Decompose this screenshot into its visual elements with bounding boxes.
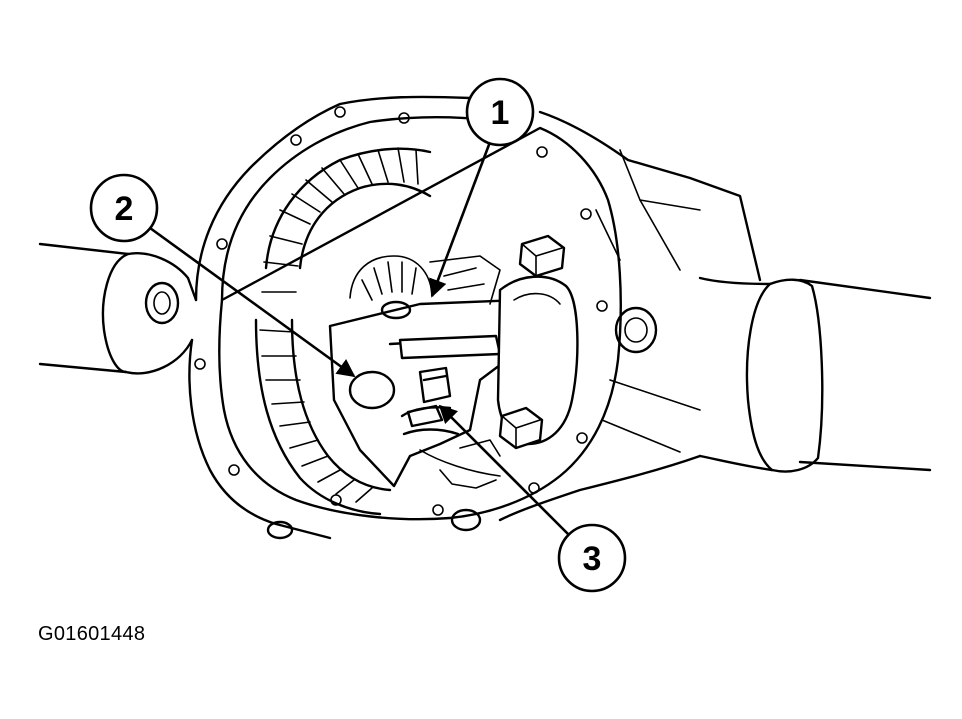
figure-id: G01601448 <box>38 623 146 645</box>
leader-3 <box>438 404 575 541</box>
leader-1 <box>429 141 492 298</box>
bearing-cap <box>496 234 579 450</box>
callout-2: 2 <box>89 173 159 243</box>
axle-housing <box>188 95 762 540</box>
cover-flange <box>194 106 622 540</box>
callout-3: 3 <box>557 523 627 593</box>
callout-1: 1 <box>465 77 535 147</box>
callout-3-label: 3 <box>583 540 602 578</box>
ring-gear <box>254 147 432 516</box>
lock-bolt <box>418 366 452 404</box>
lower-carrier <box>419 439 501 489</box>
case-hole <box>348 370 396 410</box>
left-axle-tube <box>38 242 198 375</box>
callout-2-label: 2 <box>115 190 134 228</box>
callout-1-label: 1 <box>491 94 510 132</box>
leader-2 <box>149 226 356 378</box>
pinion-shaft <box>398 334 502 428</box>
right-axle-tube <box>614 276 932 473</box>
